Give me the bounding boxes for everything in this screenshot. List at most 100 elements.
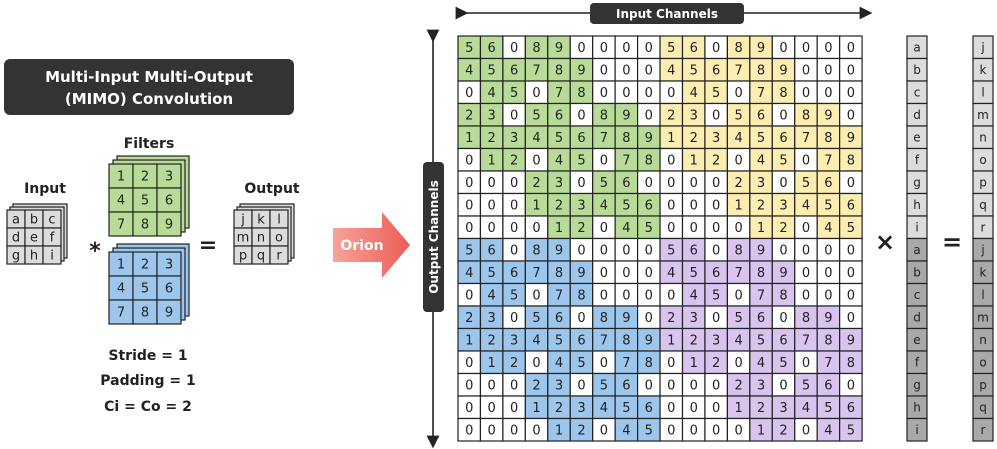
matrix-cell-text: 5 bbox=[577, 153, 585, 168]
matrix-cell-text: 0 bbox=[645, 288, 653, 303]
matrix-cell: 0 bbox=[592, 35, 616, 60]
matrix-cell-text: 1 bbox=[690, 153, 698, 168]
matrix-cell: 6 bbox=[681, 237, 706, 262]
output-cell-text: m bbox=[237, 231, 250, 246]
output-vector-cell-text: r bbox=[981, 221, 986, 235]
input-vector-cell-text: d bbox=[913, 311, 921, 325]
matrix-cell: 8 bbox=[614, 125, 639, 150]
matrix-cell: 4 bbox=[749, 350, 773, 375]
matrix-cell: 0 bbox=[704, 395, 729, 420]
matrix-cell: 0 bbox=[502, 215, 526, 240]
matrix-cell-text: 0 bbox=[600, 221, 608, 236]
output-vector-cell: q bbox=[972, 192, 994, 217]
matrix-cell: 3 bbox=[547, 170, 571, 195]
matrix-cell-text: 0 bbox=[734, 423, 742, 438]
matrix-cell: 0 bbox=[659, 282, 684, 307]
matrix-cell: 6 bbox=[636, 192, 661, 217]
matrix-cell: 0 bbox=[479, 417, 504, 442]
matrix-cell-text: 6 bbox=[622, 176, 630, 191]
output-vector-cell: q bbox=[972, 395, 994, 420]
matrix-cell: 5 bbox=[704, 80, 729, 105]
filter-green-cell: 5 bbox=[132, 187, 158, 213]
input-vector-cell: a bbox=[906, 35, 928, 60]
matrix-cell-text: 5 bbox=[510, 86, 518, 101]
matrix-cell-text: 7 bbox=[532, 63, 540, 78]
matrix-cell: 8 bbox=[524, 237, 549, 262]
filter-blue-cell: 3 bbox=[156, 251, 182, 277]
matrix-cell-text: 2 bbox=[577, 423, 585, 438]
matrix-cell-text: 1 bbox=[734, 198, 742, 213]
matrix-cell: 6 bbox=[502, 260, 526, 285]
matrix-cell-text: 5 bbox=[712, 288, 720, 303]
matrix-cell: 5 bbox=[816, 192, 841, 217]
matrix-cell-text: 4 bbox=[690, 86, 698, 101]
matrix-cell: 0 bbox=[457, 395, 482, 420]
matrix-cell-text: 0 bbox=[712, 243, 720, 258]
matrix-cell-text: 0 bbox=[847, 63, 855, 78]
matrix-cell-text: 6 bbox=[577, 131, 585, 146]
matrix-cell-text: 3 bbox=[690, 108, 698, 123]
filter-green-cell-text: 2 bbox=[141, 170, 149, 185]
matrix-cell: 0 bbox=[502, 102, 526, 127]
output-cell-text: j bbox=[240, 213, 245, 228]
output-cell: o bbox=[269, 227, 289, 247]
matrix-cell-text: 3 bbox=[779, 198, 787, 213]
matrix-cell: 8 bbox=[547, 57, 571, 82]
matrix-cell-text: 0 bbox=[645, 378, 653, 393]
matrix-cell: 0 bbox=[659, 417, 684, 442]
matrix-cell-text: 8 bbox=[757, 266, 765, 281]
filter-green-cell: 7 bbox=[108, 211, 134, 237]
matrix-cell: 0 bbox=[592, 215, 616, 240]
input-cell-text: a bbox=[12, 213, 20, 228]
matrix-cell-text: 5 bbox=[532, 311, 540, 326]
matrix-cell: 2 bbox=[502, 350, 526, 375]
filter-blue-cell-text: 4 bbox=[117, 282, 125, 297]
matrix-cell: 8 bbox=[749, 260, 773, 285]
matrix-cell-text: 8 bbox=[757, 63, 765, 78]
input-cell-text: f bbox=[50, 231, 55, 246]
matrix-cell-text: 1 bbox=[757, 423, 765, 438]
matrix-cell-text: 4 bbox=[690, 288, 698, 303]
matrix-cell-text: 8 bbox=[779, 288, 787, 303]
matrix-cell: 2 bbox=[704, 147, 729, 172]
filter-blue-cell: 5 bbox=[132, 275, 158, 301]
matrix-cell-text: 9 bbox=[757, 41, 765, 56]
matrix-cell-text: 0 bbox=[532, 423, 540, 438]
matrix-cell: 2 bbox=[726, 170, 751, 195]
matrix-cell-text: 1 bbox=[734, 401, 742, 416]
matrix-cell: 3 bbox=[681, 102, 706, 127]
matrix-cell: 0 bbox=[614, 260, 639, 285]
filter-green-cell: 4 bbox=[108, 187, 134, 213]
filter-green-cell-text: 1 bbox=[117, 170, 125, 185]
input-cell: g bbox=[6, 245, 26, 265]
matrix-cell: 3 bbox=[569, 192, 594, 217]
matrix-cell-text: 6 bbox=[824, 176, 832, 191]
filter-green-cell: 1 bbox=[108, 163, 134, 189]
filter-green-cell: 3 bbox=[156, 163, 182, 189]
filter-blue-cell-text: 7 bbox=[117, 306, 125, 321]
filter-green-cell-text: 7 bbox=[117, 218, 125, 233]
matrix-cell: 0 bbox=[659, 170, 684, 195]
matrix-cell: 0 bbox=[704, 305, 729, 330]
matrix-cell: 5 bbox=[681, 260, 706, 285]
matrix-cell: 4 bbox=[614, 417, 639, 442]
matrix-cell: 7 bbox=[749, 80, 773, 105]
matrix-cell: 4 bbox=[547, 147, 571, 172]
matrix-cell-text: 4 bbox=[465, 266, 473, 281]
matrix-cell-text: 4 bbox=[757, 153, 765, 168]
matrix-cell: 0 bbox=[794, 215, 818, 240]
matrix-cell: 0 bbox=[592, 80, 616, 105]
output-cell-text: r bbox=[276, 249, 282, 264]
matrix-cell: 2 bbox=[726, 372, 751, 397]
matrix-cell-text: 2 bbox=[779, 221, 787, 236]
matrix-cell: 2 bbox=[524, 372, 549, 397]
filter-blue-cell: 2 bbox=[132, 251, 158, 277]
matrix-cell-text: 0 bbox=[690, 221, 698, 236]
matrix-cell-text: 0 bbox=[667, 198, 675, 213]
matrix-cell-text: 8 bbox=[577, 86, 585, 101]
output-cell: p bbox=[233, 245, 253, 265]
matrix-cell: 5 bbox=[726, 305, 751, 330]
matrix-cell: 1 bbox=[681, 350, 706, 375]
